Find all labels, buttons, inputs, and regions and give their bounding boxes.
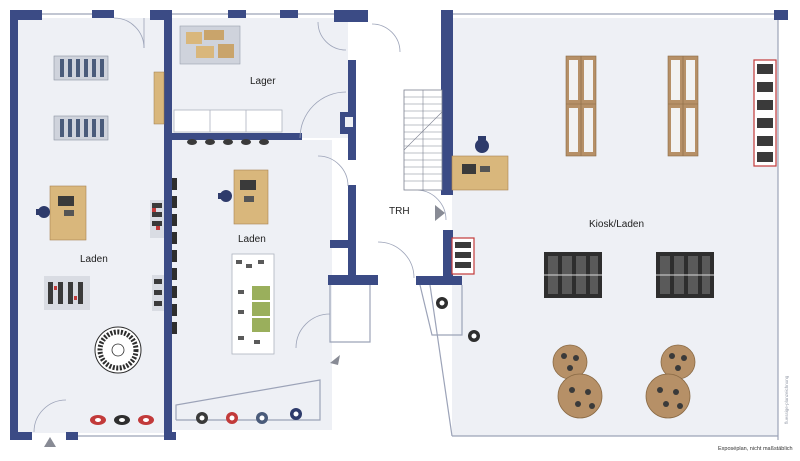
- floors: [16, 18, 778, 436]
- walls: [10, 10, 788, 440]
- kiosk-gondola-1: [544, 252, 602, 298]
- desk-chair-icon: [36, 185, 87, 241]
- showcase-items: [90, 408, 302, 425]
- room-label-laden-left: Laden: [80, 254, 108, 265]
- kiosk-shelf-2: [667, 55, 699, 157]
- wall: [348, 185, 356, 275]
- chair-column: [172, 178, 177, 334]
- wall: [228, 10, 246, 18]
- stools: [187, 139, 269, 145]
- room-label-trh: TRH: [389, 206, 410, 217]
- wall: [443, 230, 453, 285]
- wall: [362, 275, 378, 285]
- door-arc: [113, 17, 145, 49]
- door-arc: [317, 155, 349, 187]
- niche-opening: [345, 117, 353, 127]
- wall: [164, 10, 172, 440]
- red-cabinet: [451, 237, 475, 275]
- rack-top-1: [53, 55, 109, 81]
- wall: [150, 10, 170, 20]
- watermark-text: fluessige-planzeichnung: [784, 375, 789, 424]
- wall: [348, 60, 356, 160]
- door-arc: [299, 91, 347, 139]
- kiosk-gondola-2: [656, 252, 714, 298]
- floor-kiosk: [452, 18, 778, 436]
- entrance-items: [436, 297, 480, 342]
- wall: [92, 10, 114, 18]
- rack-middle: [150, 200, 164, 238]
- window-lines: [42, 13, 779, 440]
- room-label-kiosk: Kiosk/Laden: [589, 219, 645, 230]
- wall: [170, 133, 302, 140]
- desk-chair-icon: [218, 169, 269, 225]
- room-label-lager: Lager: [250, 76, 276, 87]
- door-arc: [417, 189, 447, 221]
- round-display: [94, 326, 142, 374]
- lager-counter: [173, 109, 283, 133]
- door-arc: [377, 241, 415, 279]
- display-table: [231, 253, 275, 355]
- desk-chair-icon: [451, 136, 509, 191]
- wall: [164, 432, 176, 440]
- rack-bottom-left: [44, 276, 90, 310]
- wall: [330, 240, 350, 248]
- rack-bottom-right: [152, 275, 164, 311]
- wall: [328, 275, 378, 285]
- room-label-laden-center: Laden: [238, 234, 266, 245]
- wall: [441, 10, 453, 195]
- wall: [10, 10, 18, 440]
- floor-laden-left: [16, 18, 164, 433]
- wall: [66, 432, 78, 440]
- wall: [416, 276, 462, 285]
- round-tables-right: [645, 344, 696, 419]
- round-tables-left: [552, 344, 603, 419]
- kiosk-wall-shelf: [753, 59, 777, 167]
- door-arc: [33, 399, 67, 433]
- door-arc: [371, 23, 401, 53]
- kiosk-shelf-1: [565, 55, 597, 157]
- doors: [33, 17, 447, 433]
- wall: [334, 10, 368, 22]
- wall: [280, 10, 298, 18]
- rack-top-2: [53, 115, 109, 141]
- door-arc: [295, 313, 331, 349]
- stairs-icon: [403, 89, 443, 191]
- direction-arrow-icon: [44, 205, 445, 447]
- wall: [10, 432, 32, 440]
- wall: [774, 10, 788, 20]
- footer-note: Exposéplan, nicht maßstäblich: [718, 446, 793, 452]
- wall: [10, 10, 42, 20]
- wall-shelf: [153, 71, 165, 125]
- door-arc: [317, 21, 347, 51]
- lager-table: [179, 25, 241, 65]
